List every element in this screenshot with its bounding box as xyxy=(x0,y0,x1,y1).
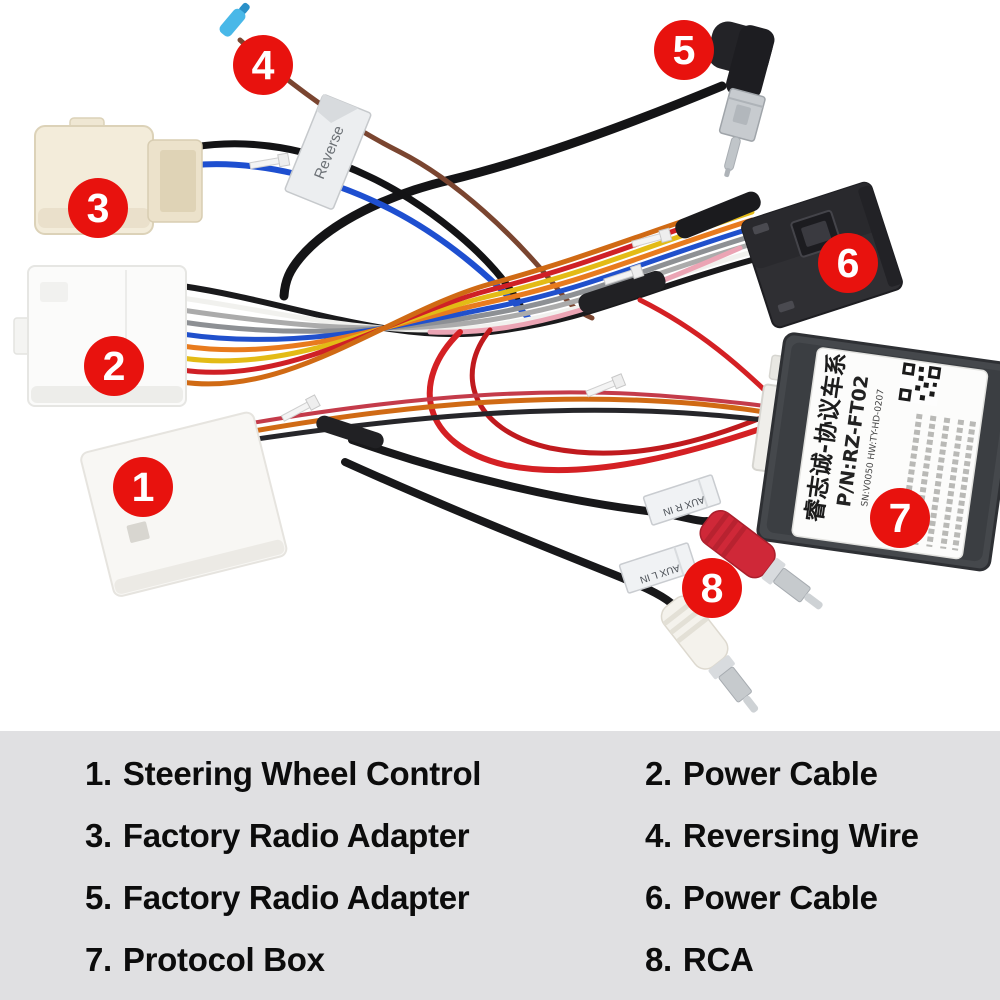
legend-item-4: 4. Reversing Wire xyxy=(645,805,919,867)
aux-right-tag: AUX R IN xyxy=(642,474,722,526)
legend-item-8: 8. RCA xyxy=(645,929,915,991)
callout-badge-6: 6 xyxy=(818,233,878,293)
legend-item-2-label: Power Cable xyxy=(682,755,878,792)
legend-item-1-label: Steering Wheel Control xyxy=(122,755,482,792)
antenna-cable xyxy=(279,81,727,301)
callout-badge-5: 5 xyxy=(654,20,714,80)
heat-shrink-wraps xyxy=(316,191,761,449)
aux-left-tag: AUX L IN xyxy=(618,542,698,594)
callout-badge-8: 8 xyxy=(682,558,742,618)
power-bundle xyxy=(179,195,755,387)
legend-item-7: 7. Protocol Box xyxy=(85,929,645,991)
legend-item-7-label: Protocol Box xyxy=(122,941,325,978)
antenna-plug xyxy=(707,21,775,178)
protocol-box: 睿志诚-协议车系 P/N:RZ-FT02 SN:V0050 HW:TY-HD-0… xyxy=(751,332,1000,572)
black-wire xyxy=(190,140,524,309)
legend-item-1: 1. Steering Wheel Control xyxy=(85,743,645,805)
callout-badge-1: 1 xyxy=(113,457,173,517)
legend-item-7-number: 7. xyxy=(85,941,112,978)
legend-item-5-number: 5. xyxy=(85,879,112,916)
legend-item-6-label: Power Cable xyxy=(682,879,878,916)
callout-badge-3: 3 xyxy=(68,178,128,238)
legend-item-3-number: 3. xyxy=(85,817,112,854)
legend-item-2-number: 2. xyxy=(645,755,672,792)
qr-code xyxy=(897,361,943,407)
legend-item-3-label: Factory Radio Adapter xyxy=(122,817,470,854)
rca-cables xyxy=(341,436,711,607)
rca-plug-red xyxy=(699,509,823,610)
reverse-tag: Reverse xyxy=(284,94,372,210)
legend-item-1-number: 1. xyxy=(85,755,112,792)
rca-plug-white xyxy=(660,595,759,713)
legend-item-8-label: RCA xyxy=(682,941,754,978)
legend-item-4-label: Reversing Wire xyxy=(682,817,919,854)
callout-badge-4: 4 xyxy=(233,35,293,95)
legend-item-8-number: 8. xyxy=(645,941,672,978)
legend-item-5: 5. Factory Radio Adapter xyxy=(85,867,645,929)
legend-item-5-label: Factory Radio Adapter xyxy=(122,879,470,916)
callout-badge-7: 7 xyxy=(870,488,930,548)
zip-ties xyxy=(249,152,673,422)
legend-item-4-number: 4. xyxy=(645,817,672,854)
legend-grid: 1. Steering Wheel Control 2. Power Cable… xyxy=(0,731,1000,991)
callout-badge-2: 2 xyxy=(84,336,144,396)
reversing-wire xyxy=(237,37,595,321)
legend-item-6: 6. Power Cable xyxy=(645,867,915,929)
harness-photo: 睿志诚-协议车系 P/N:RZ-FT02 SN:V0050 HW:TY-HD-0… xyxy=(13,2,1000,713)
legend-panel: 1. Steering Wheel Control 2. Power Cable… xyxy=(0,731,1000,1000)
legend-item-6-number: 6. xyxy=(645,879,672,916)
crimp-cap xyxy=(219,2,250,37)
legend-item-2: 2. Power Cable xyxy=(645,743,915,805)
legend-item-3: 3. Factory Radio Adapter xyxy=(85,805,645,867)
connector-1 xyxy=(80,411,288,597)
